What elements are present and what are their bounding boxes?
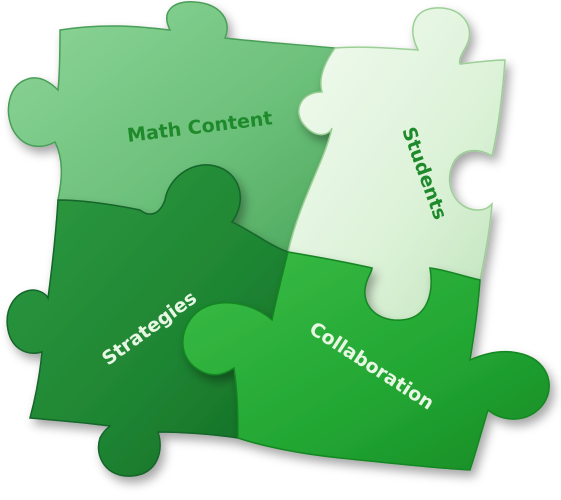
puzzle-piece-students bbox=[287, 7, 506, 321]
puzzle-piece-collaboration bbox=[182, 251, 550, 471]
